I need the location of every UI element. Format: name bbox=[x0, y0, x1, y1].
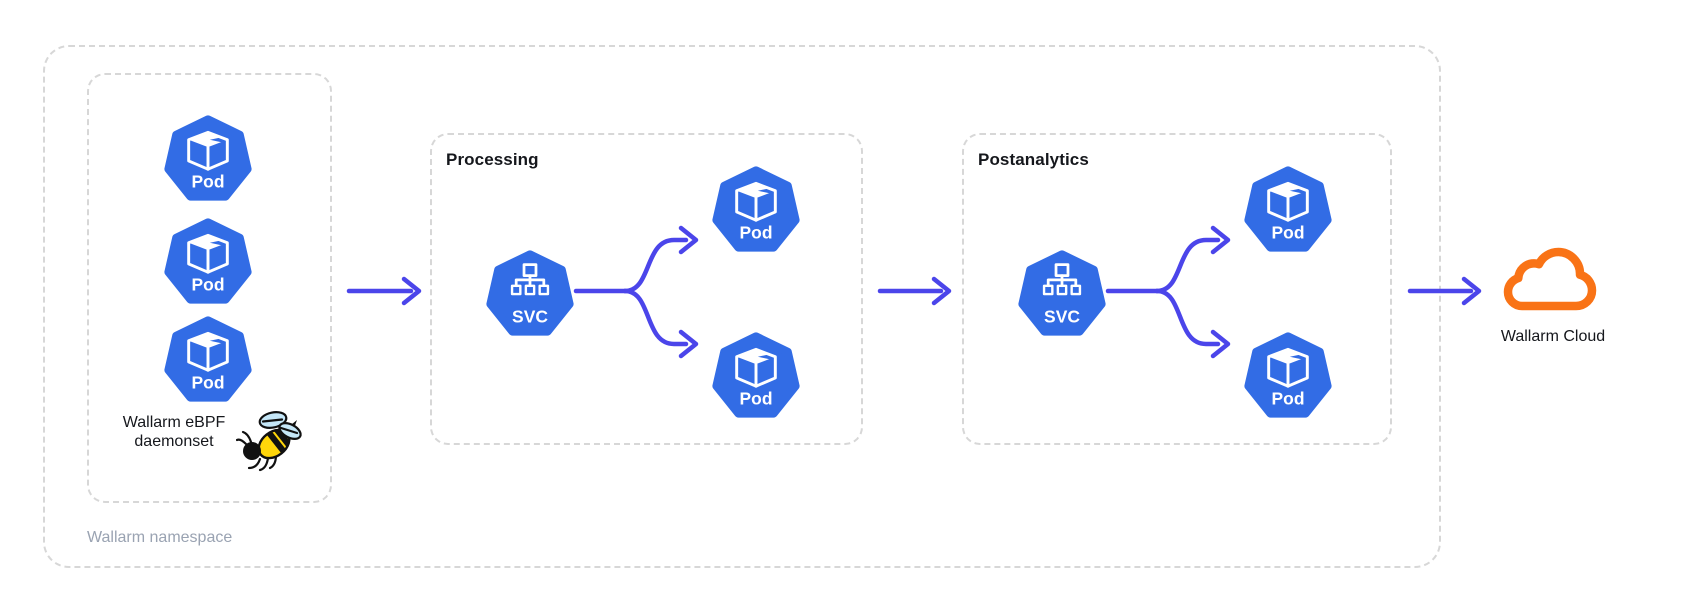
processing-pod-2: Pod bbox=[710, 331, 802, 423]
postanalytics-title: Postanalytics bbox=[978, 150, 1089, 169]
pod-label: Pod bbox=[1272, 389, 1305, 409]
daemonset-caption-line1: Wallarm eBPF bbox=[122, 414, 226, 431]
wallarm-namespace-box bbox=[43, 45, 1441, 568]
namespace-label: Wallarm namespace bbox=[87, 529, 233, 546]
svc-label: SVC bbox=[512, 307, 548, 327]
pod-label: Pod bbox=[740, 223, 773, 243]
pod-label: Pod bbox=[192, 373, 225, 393]
postanalytics-box bbox=[962, 133, 1392, 445]
processing-service-node: SVC bbox=[484, 249, 576, 341]
pod-label: Pod bbox=[1272, 223, 1305, 243]
cloud-label: Wallarm Cloud bbox=[1500, 328, 1606, 345]
daemonset-pod-2: Pod bbox=[162, 217, 254, 309]
pod-label: Pod bbox=[740, 389, 773, 409]
daemonset-pod-3: Pod bbox=[162, 315, 254, 407]
postanalytics-pod-1: Pod bbox=[1242, 165, 1334, 257]
daemonset-pod-1: Pod bbox=[162, 114, 254, 206]
svc-label: SVC bbox=[1044, 307, 1080, 327]
cloud-icon bbox=[1503, 247, 1597, 311]
postanalytics-service-node: SVC bbox=[1016, 249, 1108, 341]
daemonset-caption-line2: daemonset bbox=[134, 433, 214, 450]
processing-box bbox=[430, 133, 863, 445]
pod-label: Pod bbox=[192, 172, 225, 192]
postanalytics-pod-2: Pod bbox=[1242, 331, 1334, 423]
processing-pod-1: Pod bbox=[710, 165, 802, 257]
bee-icon bbox=[236, 411, 302, 472]
processing-title: Processing bbox=[446, 150, 539, 169]
ebpf-daemonset-box bbox=[87, 73, 332, 503]
pod-label: Pod bbox=[192, 275, 225, 295]
daemonset-caption: Wallarm eBPF daemonset bbox=[86, 413, 262, 451]
